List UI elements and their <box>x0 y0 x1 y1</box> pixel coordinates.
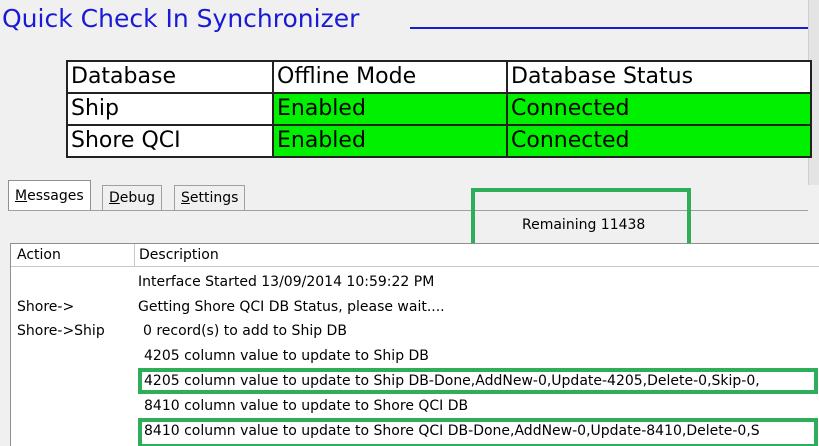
database-name: Shore QCI <box>66 124 274 158</box>
tab-messages[interactable]: Messages <box>8 180 91 211</box>
offline-mode-value: Enabled <box>272 92 508 126</box>
database-status-value: Connected <box>506 124 812 158</box>
tab-debug-label: ebug <box>119 190 156 206</box>
database-status-table: Database Offline Mode Database Status Sh… <box>66 60 812 158</box>
list-item[interactable]: Interface Started 13/09/2014 10:59:22 PM <box>11 271 819 295</box>
column-header-database-status: Database Status <box>506 60 812 94</box>
tab-debug[interactable]: Debug <box>102 185 163 210</box>
table-row: Ship Enabled Connected <box>66 92 812 126</box>
list-item[interactable]: Shore-> Getting Shore QCI DB Status, ple… <box>11 296 819 320</box>
description-cell: 4205 column value to update to Ship DB <box>144 348 429 364</box>
description-cell: 8410 column value to update to Shore QCI… <box>144 423 760 439</box>
description-cell: Interface Started 13/09/2014 10:59:22 PM <box>138 274 435 290</box>
list-item[interactable]: 8410 column value to update to Shore QCI… <box>11 420 819 444</box>
tab-messages-accel: M <box>15 188 28 204</box>
database-status-value: Connected <box>506 92 812 126</box>
title-underline <box>410 27 819 29</box>
tab-panel-border <box>8 210 808 211</box>
list-header: Action Description <box>11 244 819 267</box>
tab-messages-label: essages <box>27 188 84 204</box>
description-cell: 4205 column value to update to Ship DB-D… <box>144 373 760 389</box>
action-cell: Shore->Ship <box>17 323 105 339</box>
tab-settings-label: ettings <box>189 190 239 206</box>
tab-strip: Debug Settings Messages <box>8 180 268 211</box>
column-divider[interactable] <box>134 244 135 266</box>
table-header-row: Database Offline Mode Database Status <box>66 60 812 94</box>
messages-list[interactable]: Action Description Interface Started 13/… <box>10 243 819 446</box>
description-cell: Getting Shore QCI DB Status, please wait… <box>138 299 445 315</box>
description-cell: 0 record(s) to add to Ship DB <box>143 323 347 339</box>
table-row: Shore QCI Enabled Connected <box>66 124 812 158</box>
column-header-database: Database <box>66 60 274 94</box>
column-header-description[interactable]: Description <box>139 247 219 263</box>
offline-mode-value: Enabled <box>272 124 508 158</box>
tab-debug-accel: D <box>109 190 120 206</box>
action-cell: Shore-> <box>17 299 75 315</box>
tab-settings[interactable]: Settings <box>174 185 246 210</box>
tab-settings-accel: S <box>181 190 190 206</box>
list-item[interactable]: Shore->Ship 0 record(s) to add to Ship D… <box>11 320 819 344</box>
column-header-action[interactable]: Action <box>17 247 61 263</box>
database-name: Ship <box>66 92 274 126</box>
column-header-offline-mode: Offline Mode <box>272 60 508 94</box>
remaining-count: Remaining 11438 <box>522 217 646 233</box>
list-item[interactable]: 4205 column value to update to Ship DB <box>11 345 819 369</box>
description-cell: 8410 column value to update to Shore QCI… <box>144 398 469 414</box>
list-item[interactable]: 4205 column value to update to Ship DB-D… <box>11 370 819 394</box>
app-title: Quick Check In Synchronizer <box>2 4 360 33</box>
list-item[interactable]: 8410 column value to update to Shore QCI… <box>11 395 819 419</box>
